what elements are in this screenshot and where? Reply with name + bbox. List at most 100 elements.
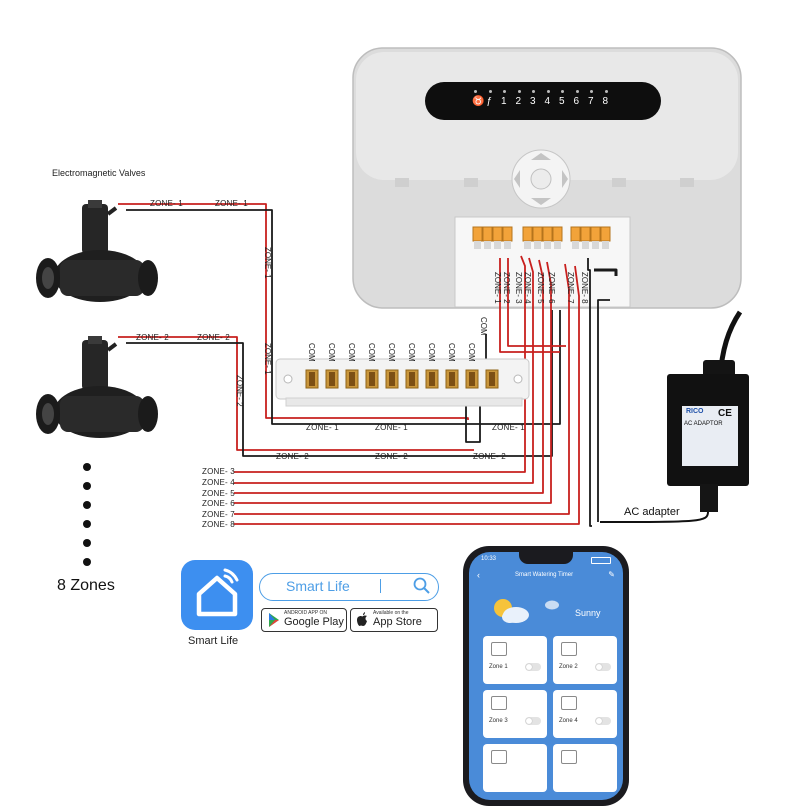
controller-terminal [600, 226, 611, 249]
controller-display [425, 82, 661, 120]
apple-icon [357, 612, 367, 626]
app-store-badge[interactable]: Available on the App Store [350, 608, 438, 632]
strip-terminal [425, 369, 439, 389]
zone-toggle[interactable] [595, 663, 611, 671]
controller-terminal [502, 226, 513, 249]
zone1-label-vert-a: ZONE- 1 [263, 247, 272, 279]
controller-terminal [570, 226, 581, 249]
display-digit: 4 [545, 90, 550, 107]
adapter-wire [597, 299, 610, 522]
status-time: 10:33 [481, 556, 497, 562]
strip-terminal [385, 369, 399, 389]
zone-card-label: Zone 4 [559, 718, 578, 724]
zone2-label-a: ZONE- 2 [136, 333, 169, 342]
power-wire [594, 268, 618, 276]
zone7-wire [234, 263, 570, 515]
controller-terminal [590, 226, 601, 249]
tap-icon [491, 642, 507, 656]
adapter-brand: RICO [686, 408, 704, 415]
solenoid-valve-1 [36, 200, 158, 302]
zone-card-2[interactable]: Zone 2 [553, 636, 617, 684]
display-digit: 3 [530, 90, 536, 107]
smartphone: 10:33 ‹ Smart Watering Timer ✎ Sunny Zon… [463, 546, 629, 806]
cloud-icon [545, 600, 559, 610]
zone-card-4[interactable]: Zone 4 [553, 690, 617, 738]
zone-card-5[interactable] [483, 744, 547, 792]
strip-terminal [405, 369, 419, 389]
zone1-wire [118, 203, 469, 420]
zone-toggle[interactable] [525, 663, 541, 671]
zone3-label: ZONE- 3 [202, 467, 235, 476]
display-digit: 8 [603, 90, 608, 107]
com-label: COM [387, 343, 396, 362]
zone-card-1[interactable]: Zone 1 [483, 636, 547, 684]
controller-unit [352, 47, 742, 309]
strip-terminal [345, 369, 359, 389]
zone2-label-vert: ZONE- 2 [235, 375, 244, 407]
zone4-label: ZONE- 4 [202, 478, 235, 487]
zone5-label: ZONE- 5 [202, 489, 235, 498]
zone1-label-d: ZONE- 1 [375, 423, 408, 432]
ctrl-zone2-label: ZONE- 2 [502, 272, 511, 304]
display-digit: 1 [501, 90, 507, 107]
zone7-label: ZONE- 7 [202, 510, 235, 519]
smart-life-app-icon[interactable] [181, 560, 253, 630]
zone-card-3[interactable]: Zone 3 [483, 690, 547, 738]
solenoid-valve-2 [36, 336, 158, 438]
ctrl-com-label: COM [479, 317, 488, 336]
status-icons [591, 557, 611, 564]
zone-card-label: Zone 1 [489, 664, 508, 670]
controller-terminal [492, 226, 503, 249]
more-zones-dots [83, 463, 91, 566]
app-store-small-text: Available on the [373, 610, 409, 616]
zone2-wire [118, 336, 474, 451]
com-label: COM [447, 343, 456, 362]
zone-card-6[interactable] [553, 744, 617, 792]
controller-terminal [472, 226, 483, 249]
zone1-label-a: ZONE- 1 [150, 199, 183, 208]
com-label: COM [327, 343, 336, 362]
tap-icon [491, 696, 507, 710]
google-play-badge[interactable]: ANDROID APP ON Google Play [261, 608, 347, 632]
zone1-label-e: ZONE- 1 [492, 423, 525, 432]
ctrl-zone1-wire [499, 258, 560, 353]
edit-icon[interactable]: ✎ [608, 570, 615, 579]
google-play-text: Google Play [284, 616, 344, 628]
zone-toggle[interactable] [525, 717, 541, 725]
zone8-wire [234, 265, 580, 525]
phone-screen: 10:33 ‹ Smart Watering Timer ✎ Sunny Zon… [469, 552, 623, 800]
display-digit: 7 [588, 90, 594, 107]
search-cursor [380, 579, 382, 593]
smart-life-search-bar[interactable]: Smart Life [259, 573, 439, 601]
com-label: COM [407, 343, 416, 362]
adapter-title: AC ADAPTOR [684, 421, 723, 427]
controller-terminal-block [472, 226, 611, 249]
phone-notch [519, 552, 573, 564]
zone-card-label: Zone 3 [489, 718, 508, 724]
strip-terminal [305, 369, 319, 389]
display-digit: 6 [574, 90, 579, 107]
partly-cloudy-icon [494, 599, 529, 623]
com-label: COM [307, 343, 316, 362]
ctrl-com-return-wire [587, 258, 592, 527]
controller-terminal [522, 226, 533, 249]
app-title: Smart Watering Timer [515, 572, 574, 578]
com-label: COM [367, 343, 376, 362]
strip-terminal [325, 369, 339, 389]
strip-terminal [485, 369, 499, 389]
ctrl-zone7-label: ZONE- 7 [566, 272, 575, 304]
com-label: COM [467, 343, 476, 362]
zone-card-label: Zone 2 [559, 664, 578, 670]
adapter-ce-mark: CE [718, 408, 732, 419]
zone2-label-d: ZONE- 2 [375, 452, 408, 461]
zone1-label-vert-b: ZONE- 1 [263, 343, 272, 375]
smart-life-app-name: Smart Life [188, 635, 239, 647]
tap-icon [561, 696, 577, 710]
back-icon[interactable]: ‹ [477, 570, 480, 580]
controller-terminal [542, 226, 553, 249]
zone-toggle[interactable] [595, 717, 611, 725]
strip-bridge-wire [465, 385, 481, 443]
ctrl-zone1-label: ZONE- 1 [493, 272, 502, 304]
